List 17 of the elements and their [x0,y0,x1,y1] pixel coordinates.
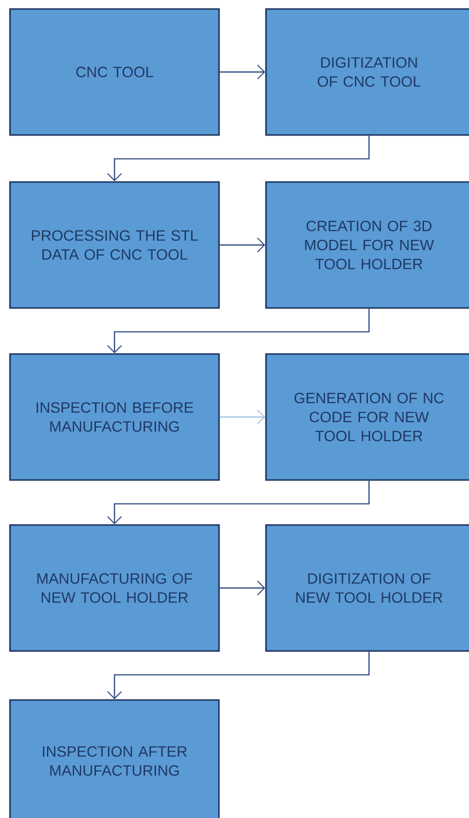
process-box: GENERATION OF NC CODE FOR NEW TOOL HOLDER [265,353,469,481]
arrow [220,238,266,252]
process-box: DIGITIZATION OF CNC TOOL [265,8,469,136]
arrow [220,580,266,596]
arrow [220,410,266,424]
arrow [107,652,370,700]
arrow [107,480,370,524]
process-box: INSPECTION AFTER MANUFACTURING [9,699,220,818]
arrow [220,64,266,80]
process-box: INSPECTION BEFORE MANUFACTURING [9,353,220,481]
process-box: DIGITIZATION OF NEW TOOL HOLDER [265,524,469,652]
process-box: CNC TOOL [9,8,220,136]
process-box: MANUFACTURING OF NEW TOOL HOLDER [9,524,220,652]
arrow [107,308,370,354]
arrow [107,136,370,182]
process-box: PROCESSING THE STL DATA OF CNC TOOL [9,181,220,309]
process-box: CREATION OF 3D MODEL FOR NEW TOOL HOLDER [265,181,469,309]
